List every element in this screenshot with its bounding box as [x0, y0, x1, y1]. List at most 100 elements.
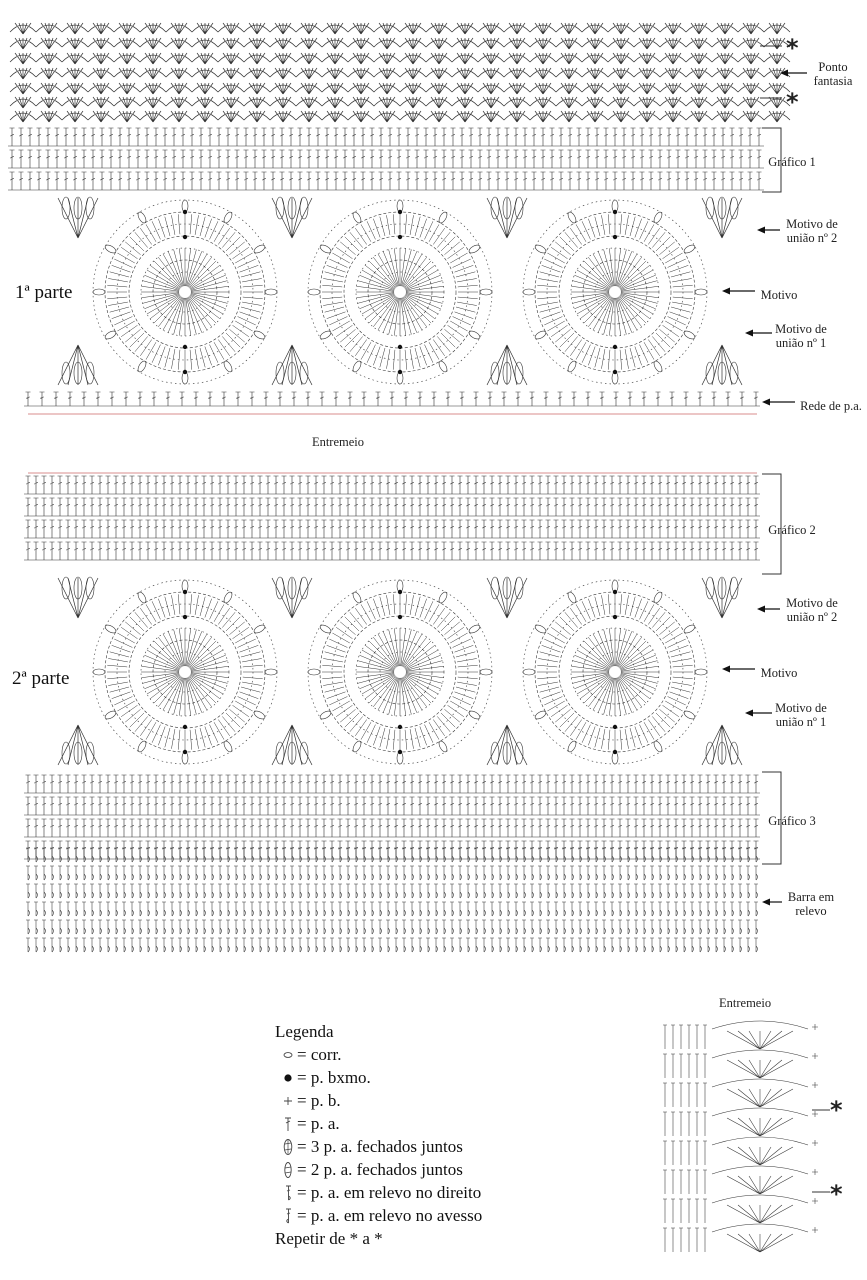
- fan-row-1: [9, 37, 791, 50]
- label-uniao-2-top: Motivo de união nº 2: [782, 217, 842, 245]
- label-grafico-3: Gráfico 3: [768, 814, 816, 828]
- union-top-2: [486, 196, 528, 386]
- label-uniao2-line2: união nº 2: [786, 231, 838, 245]
- legend-item-bpdc: = p. a. em relevo no avesso: [275, 1204, 482, 1227]
- label-entremeio-center: Entremeio: [311, 435, 365, 449]
- entremeio-star-2: *: [830, 1180, 843, 1208]
- legend-text-sc: = p. b.: [297, 1091, 341, 1110]
- legend-item-chain: = corr.: [275, 1043, 482, 1066]
- union-bottom-0: [57, 576, 99, 766]
- label-segunda-parte: 2ª parte: [12, 668, 70, 689]
- grafico2-row-3: [24, 541, 760, 561]
- label-motivo-bottom: Motivo: [760, 666, 798, 680]
- grafico1-row-c: [8, 171, 764, 191]
- label-grafico-2: Gráfico 2: [768, 523, 816, 537]
- legend-item-dc: = p. a.: [275, 1112, 482, 1135]
- legend-item-fpdc: = p. a. em relevo no direito: [275, 1181, 482, 1204]
- arrow-barra: [762, 898, 782, 906]
- arrow-ponto-fantasia: [780, 69, 807, 77]
- label-barra-line1: Barra em: [787, 890, 835, 904]
- label-grafico-1: Gráfico 1: [768, 155, 816, 169]
- rede-pa-row: [24, 391, 760, 407]
- legend-text-bpdc: = p. a. em relevo no avesso: [297, 1206, 483, 1225]
- relief-row-1: [26, 865, 758, 881]
- label-ponto-line1: Ponto: [818, 60, 848, 74]
- label-barra-relevo: Barra em relevo: [784, 890, 838, 918]
- label-uniao1-line2: união nº 1: [775, 336, 827, 350]
- label-rede-pa: Rede de p.a.: [800, 399, 862, 413]
- grafico2-row-1: [24, 497, 760, 517]
- entremeio-small-chart: [663, 1020, 818, 1253]
- union-top-3: [701, 196, 743, 386]
- relief-row-2: [26, 883, 758, 899]
- legend-text-dc: = p. a.: [297, 1114, 340, 1133]
- legend-item-3dc: = 3 p. a. fechados juntos: [275, 1135, 482, 1158]
- label-ponto-fantasia: Ponto fantasia: [808, 60, 858, 88]
- arrow-uniao-1-bottom: [745, 709, 772, 717]
- label-uniao-1-top: Motivo de união nº 1: [771, 322, 831, 350]
- label-uniao2b-line1: Motivo de: [786, 596, 838, 610]
- motif-top-1: [307, 199, 493, 385]
- grafico2-row-2: [24, 519, 760, 539]
- arrow-motivo-top: [722, 287, 755, 295]
- arrow-rede: [762, 398, 795, 406]
- fan-row-6: [9, 110, 791, 123]
- union-bottom-3: [701, 576, 743, 766]
- legend-text-3dc: = 3 p. a. fechados juntos: [297, 1137, 463, 1156]
- grafico3-row-3: [24, 840, 760, 860]
- arrow-uniao-1-top: [745, 329, 772, 337]
- repeat-star-bottom: *: [786, 88, 799, 116]
- relief-row-0: [26, 847, 758, 863]
- legend-item-sc: = p. b.: [275, 1089, 482, 1112]
- label-uniao1b-line2: união nº 1: [775, 715, 827, 729]
- relief-row-4: [26, 919, 758, 935]
- legend-text-chain: = corr.: [297, 1045, 342, 1064]
- motif-bottom-0: [92, 579, 278, 765]
- label-uniao2-line1: Motivo de: [786, 217, 838, 231]
- grafico3-row-1: [24, 796, 760, 816]
- repeat-star-top: *: [786, 34, 799, 62]
- slip-stitch-icon: [281, 1073, 294, 1083]
- double-crochet-icon: [281, 1116, 294, 1132]
- chain-icon: [281, 1051, 294, 1059]
- grafico3-row-2: [24, 818, 760, 838]
- union-top-1: [271, 196, 313, 386]
- union-bottom-2: [486, 576, 528, 766]
- bracket-grafico-1: [762, 127, 782, 193]
- motif-top-2: [522, 199, 708, 385]
- label-barra-line2: relevo: [795, 904, 827, 918]
- three-dc-cluster-icon: [281, 1138, 294, 1156]
- grafico3-row-0: [24, 774, 760, 794]
- motif-bottom-2: [522, 579, 708, 765]
- legend-title: Legenda: [275, 1022, 334, 1041]
- arrow-motivo-bottom: [722, 665, 755, 673]
- fan-row-0: [9, 22, 791, 35]
- relief-row-5: [26, 937, 758, 953]
- label-uniao2b-line2: união nº 2: [786, 610, 838, 624]
- motif-top-0: [92, 199, 278, 385]
- label-uniao-2-bottom: Motivo de união nº 2: [782, 596, 842, 624]
- bracket-grafico-3: [762, 771, 782, 865]
- arrow-uniao-2-top: [757, 226, 780, 234]
- grafico1-row-a: [8, 127, 764, 147]
- back-post-dc-icon: [281, 1207, 294, 1225]
- single-crochet-icon: [281, 1096, 294, 1106]
- union-bottom-1: [271, 576, 313, 766]
- label-motivo-top: Motivo: [760, 288, 798, 302]
- grafico2-row-0: [24, 475, 760, 495]
- union-top-0: [57, 196, 99, 386]
- label-uniao1-line1: Motivo de: [775, 322, 827, 336]
- label-uniao-1-bottom: Motivo de união nº 1: [771, 701, 831, 729]
- bracket-grafico-2: [762, 473, 782, 575]
- legend-repeat: Repetir de * a *: [275, 1229, 383, 1248]
- legend-item-2dc: = 2 p. a. fechados juntos: [275, 1158, 482, 1181]
- legend: Legenda = corr. = p. bxmo. = p. b. = p. …: [275, 1020, 482, 1250]
- two-dc-cluster-icon: [281, 1161, 294, 1179]
- legend-text-slip: = p. bxmo.: [297, 1068, 371, 1087]
- legend-item-slip: = p. bxmo.: [275, 1066, 482, 1089]
- label-primeira-parte: 1ª parte: [15, 282, 73, 303]
- label-ponto-line2: fantasia: [813, 74, 853, 88]
- arrow-uniao-2-bottom: [757, 605, 780, 613]
- front-post-dc-icon: [281, 1184, 294, 1202]
